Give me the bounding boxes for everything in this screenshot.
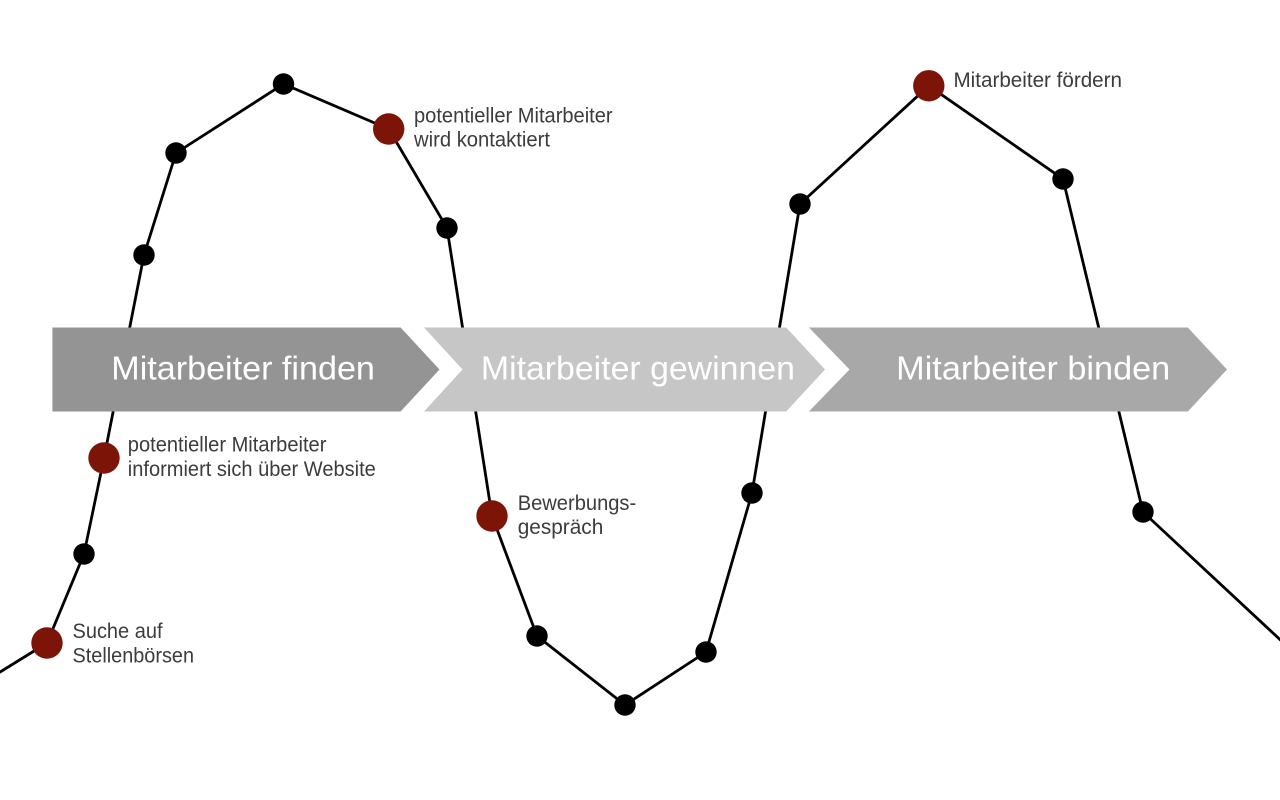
svg-text:gespräch: gespräch [518,516,604,539]
svg-text:wird kontaktiert: wird kontaktiert [413,129,550,152]
svg-text:Stellenbörsen: Stellenbörsen [73,645,195,668]
svg-text:Mitarbeiter gewinnen: Mitarbeiter gewinnen [481,350,795,387]
svg-text:Suche auf: Suche auf [73,620,163,643]
svg-text:Mitarbeiter finden: Mitarbeiter finden [111,350,375,387]
svg-text:informiert sich über Website: informiert sich über Website [128,458,376,481]
svg-text:Mitarbeiter binden: Mitarbeiter binden [896,350,1170,387]
svg-text:Bewerbungs-: Bewerbungs- [518,492,637,515]
svg-text:potentieller Mitarbeiter: potentieller Mitarbeiter [128,434,327,457]
svg-text:potentieller Mitarbeiter: potentieller Mitarbeiter [414,105,613,128]
svg-text:Mitarbeiter fördern: Mitarbeiter fördern [954,69,1123,92]
